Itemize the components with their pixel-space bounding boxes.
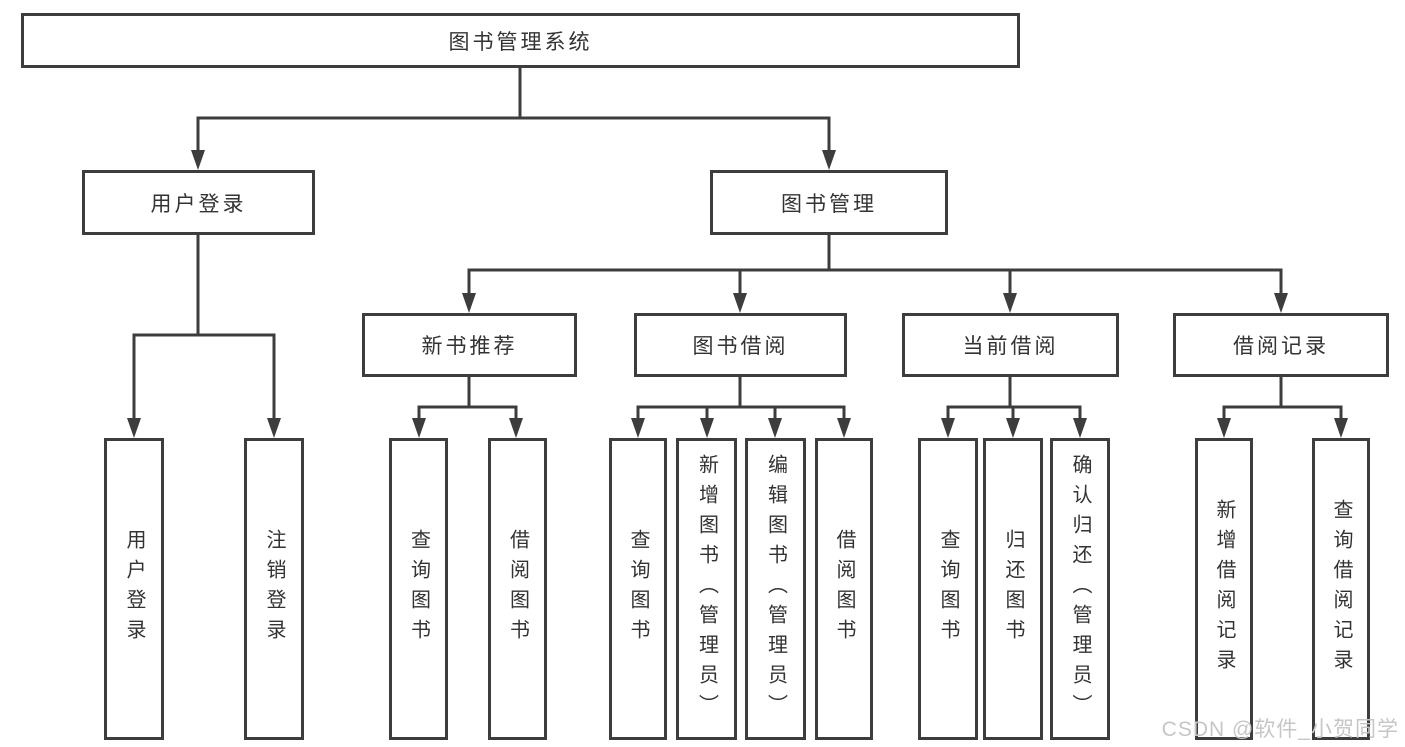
connector-arrowhead — [462, 293, 476, 313]
leaf-add-book-admin: 新增图书（管理员） — [676, 438, 737, 740]
node-label: 查询图书 — [627, 529, 649, 649]
leaf-edit-book-admin: 编辑图书（管理员） — [745, 438, 806, 740]
node-label: 借阅记录 — [1233, 335, 1329, 358]
connector-arrowhead — [1334, 418, 1348, 438]
node-book-management: 图书管理 — [710, 170, 948, 235]
leaf-borrow-books-recommend: 借阅图书 — [488, 438, 547, 740]
node-label: 用户登录 — [150, 192, 247, 216]
node-label: 借阅图书 — [506, 529, 529, 649]
node-book-borrow: 图书借阅 — [634, 313, 847, 377]
connector-arrowhead — [509, 418, 523, 438]
leaf-confirm-return-admin: 确认归还（管理员） — [1050, 438, 1110, 740]
connector-arrowhead — [631, 418, 645, 438]
connector-arrowhead — [1003, 293, 1017, 313]
leaf-query-books-current: 查询图书 — [918, 438, 978, 740]
leaf-user-login: 用户登录 — [104, 438, 164, 740]
connector-arrowhead — [700, 418, 714, 438]
node-label: 查询图书 — [407, 529, 430, 649]
node-new-book-recommend: 新书推荐 — [362, 313, 577, 377]
connector-arrowhead — [768, 418, 782, 438]
connector-arrowhead — [1217, 418, 1231, 438]
node-label: 注销登录 — [263, 529, 285, 649]
node-label: 图书借阅 — [692, 335, 789, 358]
connector-arrowhead — [1274, 293, 1288, 313]
connector-arrowhead — [733, 293, 747, 313]
connector-arrowhead — [191, 150, 205, 170]
leaf-return-book: 归还图书 — [983, 438, 1043, 740]
node-current-borrow: 当前借阅 — [902, 313, 1119, 377]
watermark: CSDN @软件_小贺同学 — [1161, 718, 1399, 741]
connector-arrowhead — [941, 418, 955, 438]
connector-arrowhead — [267, 418, 281, 438]
node-label: 新书推荐 — [421, 335, 518, 358]
connector-arrowhead — [822, 150, 836, 170]
leaf-query-books-recommend: 查询图书 — [389, 438, 448, 740]
connector-arrowhead — [1073, 418, 1087, 438]
leaf-borrow-books: 借阅图书 — [815, 438, 873, 740]
node-label: 归还图书 — [1002, 529, 1024, 649]
node-label: 新增借阅记录 — [1213, 499, 1235, 679]
connector-group — [132, 68, 1343, 420]
node-label: 图书管理 — [781, 192, 877, 216]
node-label: 图书管理系统 — [448, 30, 593, 54]
node-label: 查询借阅记录 — [1330, 499, 1352, 679]
connector-arrowhead — [837, 418, 851, 438]
leaf-logout: 注销登录 — [244, 438, 304, 740]
arrowhead-group — [127, 150, 1348, 438]
node-label: 确认归还（管理员） — [1069, 454, 1091, 724]
node-label: 用户登录 — [123, 529, 145, 649]
node-label: 查询图书 — [937, 529, 959, 649]
node-label: 借阅图书 — [833, 529, 855, 649]
node-label: 新增图书（管理员） — [695, 454, 718, 724]
connector-arrowhead — [127, 418, 141, 438]
node-borrow-records: 借阅记录 — [1173, 313, 1389, 377]
node-root: 图书管理系统 — [21, 13, 1020, 68]
connector-arrowhead — [412, 418, 426, 438]
connector-arrowhead — [1006, 418, 1020, 438]
node-label: 编辑图书（管理员） — [764, 454, 787, 724]
leaf-add-borrow-record: 新增借阅记录 — [1195, 438, 1253, 740]
node-label: 当前借阅 — [962, 335, 1059, 358]
leaf-query-books-borrow: 查询图书 — [609, 438, 667, 740]
leaf-query-borrow-record: 查询借阅记录 — [1312, 438, 1370, 740]
node-user-login: 用户登录 — [82, 170, 315, 235]
